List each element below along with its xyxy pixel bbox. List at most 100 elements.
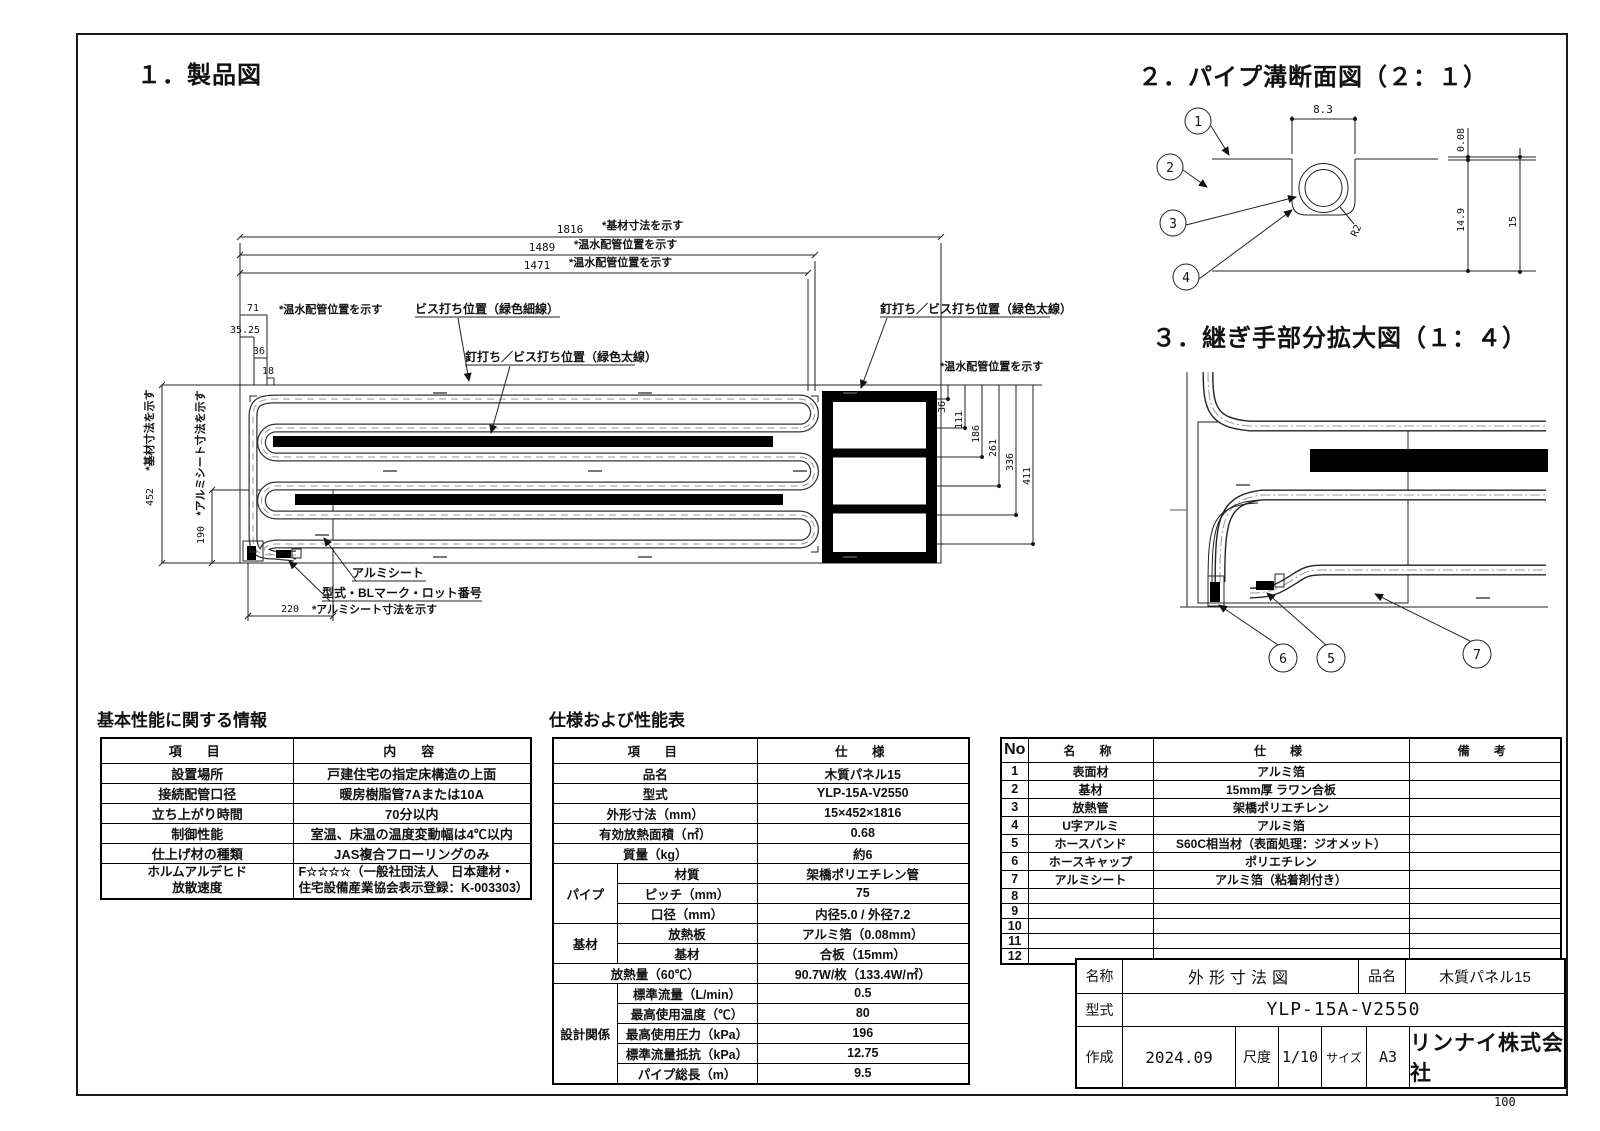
balloon-1: 1	[1194, 115, 1202, 130]
dim-190-lines	[208, 486, 240, 567]
basic-row-label: 仕上げ材の種類	[100, 842, 294, 864]
pipe-serpentine	[248, 394, 819, 562]
basic-row-label: 制御性能	[100, 822, 294, 844]
dim-1489-note: *温水配管位置を示す	[574, 237, 677, 251]
parts-row: 10	[1000, 917, 1562, 934]
fitting-parts	[1207, 573, 1285, 607]
spec-row-label: 標準流量抵抗（kPa）	[616, 1042, 758, 1064]
dim-1816: 1816	[557, 223, 584, 236]
sheet-border	[76, 33, 1568, 1096]
spec-row-value: 0.68	[756, 822, 970, 844]
nail-strip-2	[295, 494, 783, 505]
dim-261: 261	[988, 439, 999, 457]
scale-value: 1/10	[1279, 1027, 1322, 1087]
product-name: 木質パネル15	[1439, 968, 1531, 986]
section-geometry	[1212, 156, 1536, 272]
basic-row-label: 立ち上がり時間	[100, 802, 294, 824]
dim-220-lines	[244, 563, 337, 621]
dim-220: 220	[281, 604, 299, 615]
balloon-leaders	[1182, 125, 1297, 280]
title-block-row-model: 型式 YLP-15A-V2550	[1077, 993, 1564, 1027]
spec-row-label: 質量（kg）	[552, 842, 758, 864]
parts-header-spec: 仕 様	[1152, 737, 1410, 763]
spec-row-label: 材質	[616, 862, 758, 884]
joint-enlarged-view: 6 5 7	[1170, 371, 1548, 673]
balloons: 6 5 7	[1268, 639, 1492, 673]
section-title-product: １．製品図	[137, 62, 262, 89]
dim-14-9: 14.9	[1456, 208, 1467, 232]
product-label: 品名	[1359, 960, 1406, 993]
spec-group-design: 設計関係	[552, 982, 618, 1084]
spec-row-label: 標準流量（L/min）	[616, 982, 758, 1004]
dim-35-25: 35.25	[230, 325, 260, 336]
label-screw-position: ビス打ち位置（緑色細線）	[415, 301, 559, 316]
panel-corner-edges	[1170, 372, 1548, 608]
spec-group-pipe: パイプ	[552, 862, 618, 924]
spec-header-spec: 仕 様	[756, 737, 970, 764]
basic-row-label: 接続配管口径	[100, 782, 294, 804]
parts-header-no: No	[1000, 737, 1029, 763]
dim-111: 111	[954, 411, 965, 429]
spec-row-label: 最高使用圧力（kPa）	[616, 1022, 758, 1044]
name-label: 名称	[1077, 960, 1123, 993]
title-block-row-name: 名称 外形寸法図 品名 木質パネル15	[1077, 960, 1564, 994]
dim-1471-note: *温水配管位置を示す	[569, 255, 672, 269]
left-small-dimensions	[240, 314, 275, 385]
right-dimensions	[937, 384, 1042, 547]
spec-row-value: 約6	[756, 842, 970, 864]
dim-1471: 1471	[524, 259, 551, 272]
label-model-mark: 型式・BLマーク・ロット番号	[322, 585, 482, 600]
spec-row-value: 75	[756, 882, 970, 904]
parts-header-name: 名 称	[1027, 737, 1154, 763]
dim-71: 71	[247, 303, 259, 314]
spec-row-label: 有効放熱面積（㎡）	[552, 822, 758, 844]
section-title-pipe-section: ２．パイプ溝断面図（２：１）	[1138, 64, 1488, 91]
basic-row-value: F☆☆☆☆（一般社団法人 日本建材・ 住宅設備産業協会表示登録：K-003303…	[292, 862, 532, 900]
basic-row-value: 暖房樹脂管7Aまたは10A	[292, 782, 532, 804]
dim-18: 18	[262, 366, 274, 377]
dim-190: 190	[196, 526, 207, 544]
parts-row: 9	[1000, 902, 1562, 919]
spec-row-label: 口径（mm）	[616, 902, 758, 924]
dim-36-left: 36	[253, 346, 265, 357]
dim-186: 186	[971, 425, 982, 443]
spec-row-label: 外形寸法（mm）	[552, 802, 758, 824]
right-depth-dims	[1465, 128, 1523, 275]
spec-row-label: 基材	[616, 942, 758, 964]
dim-36-right: 36	[937, 401, 948, 413]
spec-row-value: 15×452×1816	[756, 802, 970, 824]
spec-row-value: 内径5.0 / 外径7.2	[756, 902, 970, 924]
spec-row-value: YLP-15A-V2550	[756, 782, 970, 804]
balloon-7: 7	[1473, 648, 1481, 663]
size-value: A3	[1367, 1027, 1410, 1087]
dim-15: 15	[1508, 216, 1519, 228]
spec-table-title: 仕様および性能表	[549, 711, 685, 730]
spec-row-label: 型式	[552, 782, 758, 804]
registration-marks	[315, 392, 857, 558]
balloon-3: 3	[1169, 217, 1177, 232]
dim-0-08: 0.08	[1456, 128, 1467, 152]
dim-8-3: 8.3	[1313, 103, 1333, 116]
basic-header-item: 項 目	[100, 737, 294, 764]
spec-row-label: ピッチ（mm）	[616, 882, 758, 904]
parts-header-remark: 備 考	[1408, 737, 1562, 763]
dim-452-lines	[158, 381, 240, 567]
spec-row-value: 80	[756, 1002, 970, 1024]
spec-row-label: 品名	[552, 762, 758, 784]
model-label: 型式	[1077, 993, 1123, 1026]
created-date: 2024.09	[1123, 1027, 1236, 1087]
spec-row-label: 放熱板	[616, 922, 758, 944]
product-drawing: 1816 *基材寸法を示す 1489 *温水配管位置を示す 1471 *温水配管…	[142, 218, 1072, 621]
nail-strip	[1310, 449, 1548, 472]
joint-pipes	[1202, 371, 1546, 599]
spec-group-base: 基材	[552, 922, 618, 964]
dim-71-note: *温水配管位置を示す	[279, 302, 382, 316]
balloon-2: 2	[1166, 161, 1174, 176]
spec-header-item: 項 目	[552, 737, 758, 764]
connector-parts	[242, 540, 302, 562]
